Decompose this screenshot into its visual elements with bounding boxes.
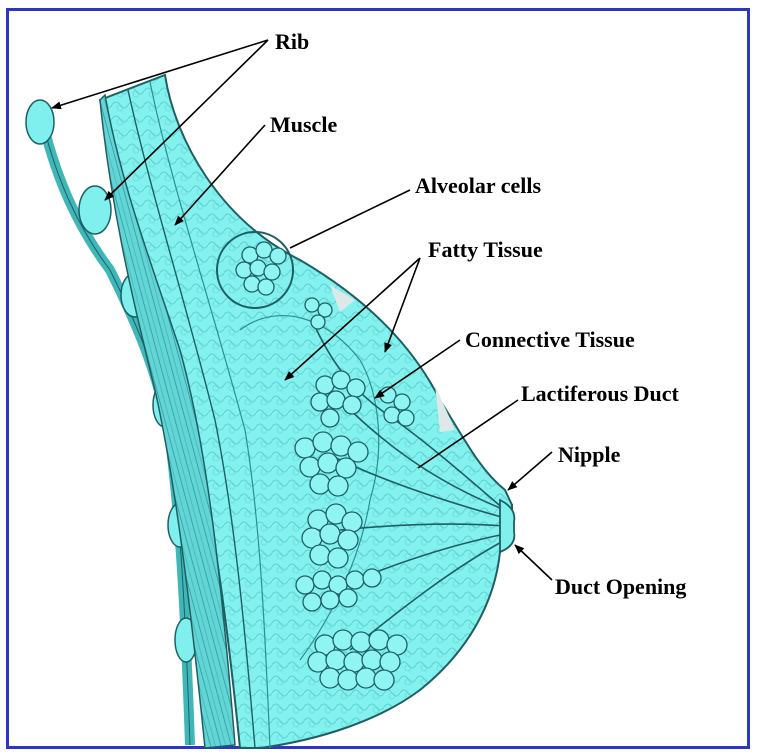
- rib-label: Rib: [275, 29, 309, 54]
- fatty-tissue-label: Fatty Tissue: [428, 237, 543, 262]
- alveolar-cells-label: Alveolar cells: [415, 173, 541, 198]
- alveolar-leader: [290, 190, 410, 248]
- nipple-leader: [508, 452, 552, 490]
- fatty-leader-2: [385, 258, 420, 352]
- lactiferous-duct-label: Lactiferous Duct: [521, 381, 680, 406]
- rib-segment: [26, 100, 54, 144]
- muscle-label: Muscle: [270, 112, 337, 137]
- rib-segment: [79, 186, 111, 234]
- duct-opening-leader: [515, 545, 552, 580]
- nipple-label: Nipple: [558, 442, 621, 467]
- connective-tissue-label: Connective Tissue: [465, 327, 635, 352]
- duct-opening-label: Duct Opening: [555, 574, 686, 599]
